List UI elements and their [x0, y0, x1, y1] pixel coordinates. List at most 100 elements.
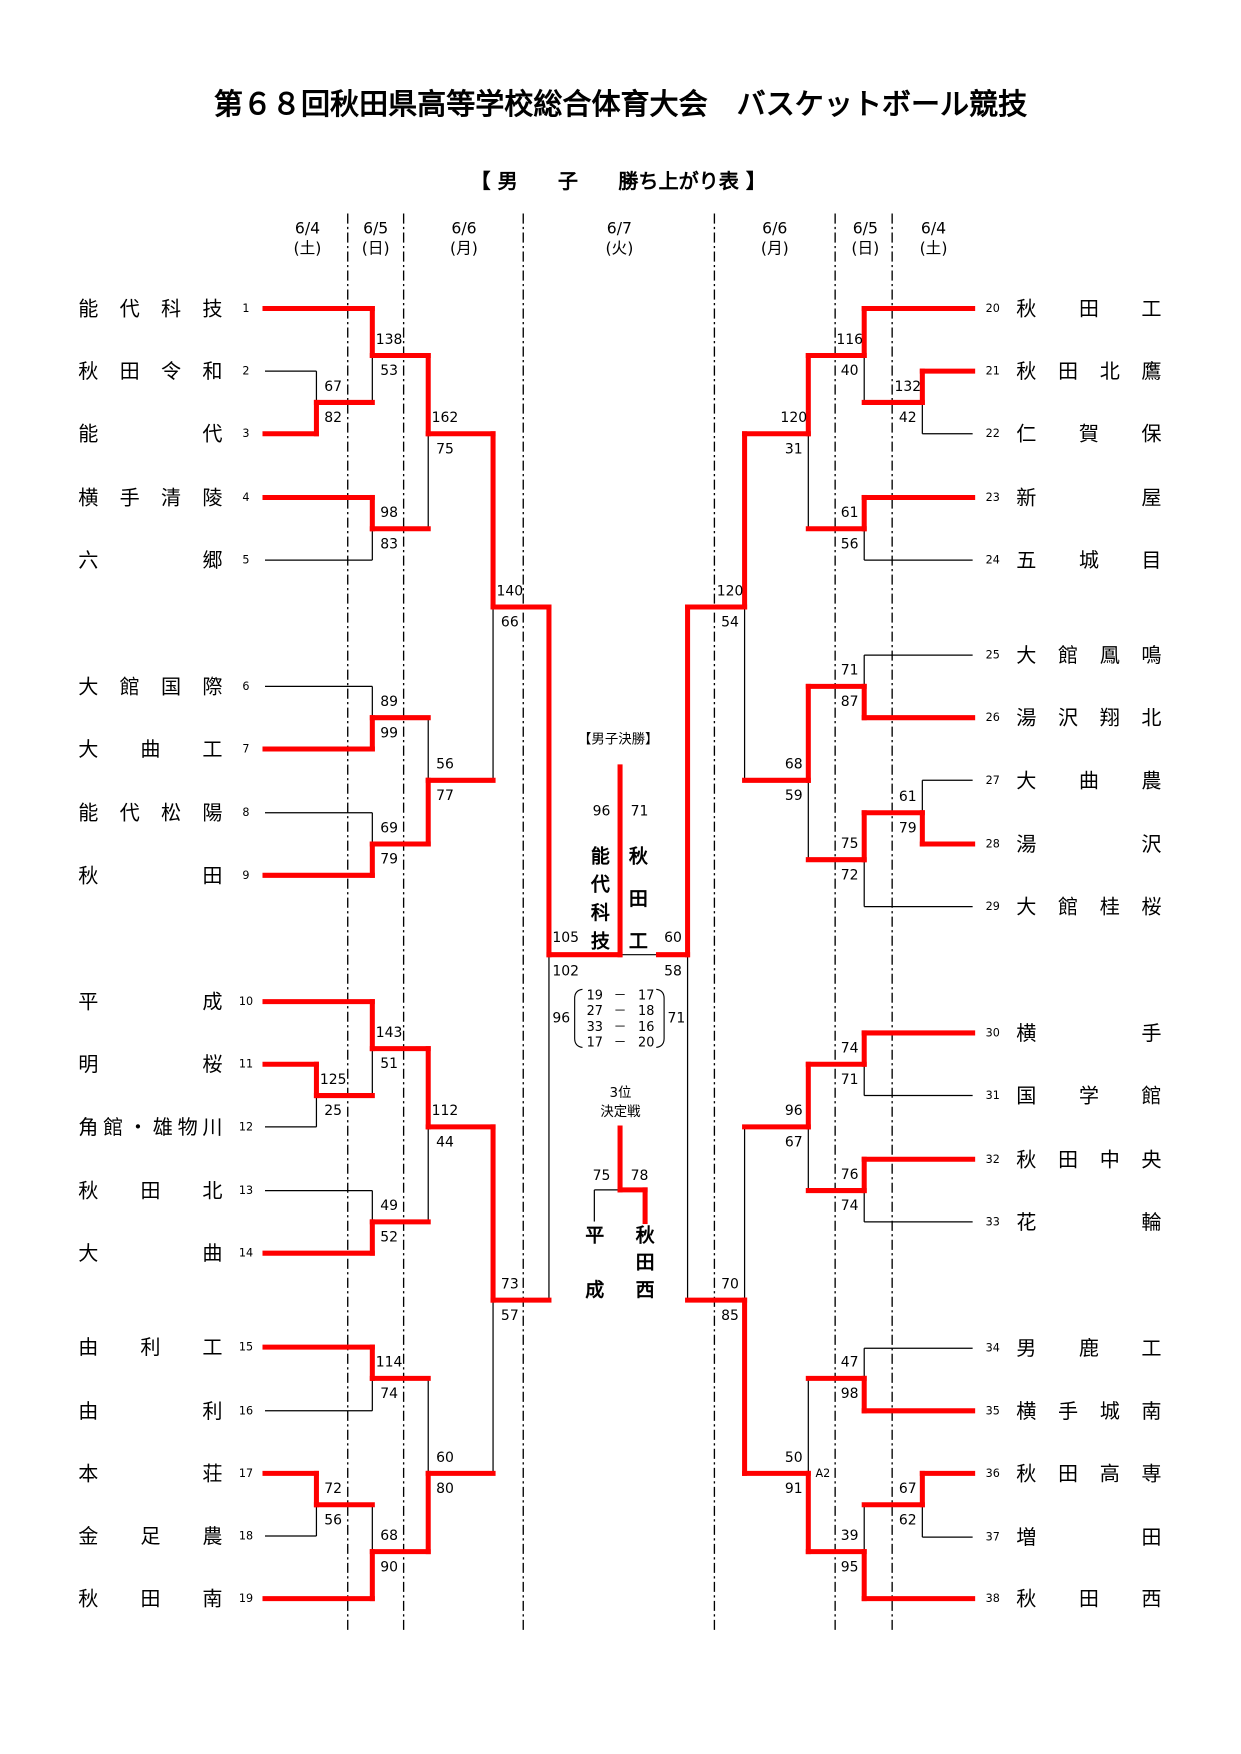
match-score-top: 75	[841, 836, 859, 852]
team-seed-number: 30	[986, 1026, 1000, 1039]
match-score-bottom: 71	[841, 1072, 859, 1088]
team-name-char: 屋	[1141, 485, 1161, 509]
bracket-lines-losing	[265, 355, 973, 1552]
match-score-bottom: 90	[380, 1559, 398, 1575]
team-name-char: 目	[1141, 548, 1161, 572]
team-name-char: 田	[1058, 1461, 1078, 1485]
match-score-top: 114	[376, 1355, 403, 1371]
team-name-char: 館	[103, 1115, 123, 1139]
match-score-bottom: 91	[785, 1481, 803, 1497]
team-name: 増田	[1016, 1525, 1161, 1549]
team-name-char: 成	[202, 990, 222, 1014]
period-score-b: 17	[638, 989, 654, 1004]
team-seed-number: 14	[239, 1247, 253, 1260]
team-name: 新屋	[1016, 485, 1161, 509]
match-score-top: 71	[841, 663, 859, 679]
match-score-top: 61	[899, 789, 917, 805]
final-total-b: 71	[668, 1010, 686, 1026]
team-name-char: 秋	[1016, 1587, 1036, 1611]
team-name-char: 国	[1016, 1084, 1036, 1108]
team-name-char: 北	[1100, 359, 1120, 383]
match-score-top: 50	[785, 1450, 803, 1466]
team-name-char: 手	[1141, 1021, 1161, 1045]
period-score-b: 16	[638, 1020, 654, 1035]
team-name-char: 田	[140, 1587, 160, 1611]
match-score-bottom: 74	[841, 1198, 859, 1214]
round-date: 6/5	[853, 219, 878, 238]
final-team-a: 能代科技	[590, 844, 611, 952]
match-score-bottom: 40	[841, 363, 859, 379]
team-name-char: 農	[202, 1524, 222, 1548]
team-name-char: 技	[202, 297, 222, 321]
team-name-char: 角	[78, 1115, 98, 1139]
match-score-top: 116	[836, 332, 863, 348]
team-name-char: 横	[78, 485, 98, 509]
final-team-b-char: 工	[629, 930, 648, 952]
team-name-char: 秋	[1016, 1147, 1036, 1171]
team-name: 由利	[78, 1399, 222, 1423]
match-score-bottom: 59	[785, 788, 803, 804]
match-score-top: 96	[785, 1103, 803, 1119]
round-day: (日)	[851, 239, 879, 258]
period-score-a: 33	[587, 1020, 603, 1035]
match-score-bottom: 80	[436, 1481, 454, 1497]
final-team-a-char: 代	[590, 874, 610, 896]
match-score-bottom: 31	[785, 441, 803, 457]
round-date: 6/5	[363, 219, 388, 238]
team-name-char: 田	[1058, 359, 1078, 383]
final-team-a-char: 科	[591, 901, 610, 924]
team-seed-number: 32	[986, 1153, 1000, 1166]
match-score-top: 140	[496, 583, 523, 599]
team-name-char: 西	[1141, 1587, 1161, 1611]
team-name-char: 代	[120, 801, 140, 825]
team-name-char: 湯	[1016, 706, 1036, 730]
team-name-char: 鷹	[1141, 359, 1161, 383]
team-name-char: 秋	[1016, 359, 1036, 383]
team-seed-number: 3	[242, 427, 249, 440]
match-score-top: 49	[380, 1198, 398, 1214]
team-name: 能代科技	[78, 297, 222, 321]
team-name-char: 横	[1016, 1021, 1036, 1045]
match-score-top: 60	[436, 1450, 454, 1466]
match-score-top: 162	[432, 410, 459, 426]
team-name-char: 大	[78, 737, 98, 761]
team-name: 大館国際	[78, 674, 222, 698]
team-name-char: 大	[78, 1241, 98, 1265]
team-name: 湯沢翔北	[1016, 706, 1161, 730]
team-name-char: 秋	[78, 1587, 98, 1611]
round-day: (土)	[920, 239, 948, 258]
match-score-top: 74	[841, 1041, 859, 1057]
third-place-team-a-char: 平	[585, 1224, 604, 1246]
team-name: 横手	[1016, 1021, 1161, 1045]
team-name: 国学館	[1016, 1084, 1161, 1108]
match-score-top: 89	[380, 694, 398, 710]
round-day: (土)	[294, 239, 322, 258]
team-name-char: 田	[1079, 297, 1099, 321]
match-score-bottom: 51	[380, 1056, 398, 1072]
match-score-top: 68	[380, 1528, 398, 1544]
match-score-top: 105	[552, 930, 579, 946]
match-score-bottom: 54	[721, 615, 739, 631]
team-name-char: 手	[120, 485, 140, 509]
team-name-char: 鳴	[1141, 643, 1161, 667]
team-name-char: 由	[78, 1335, 98, 1359]
team-name: 秋田中央	[1016, 1147, 1161, 1171]
match-score-bottom: 72	[841, 867, 859, 883]
match-score-top: 98	[380, 505, 398, 521]
team-seed-number: 21	[986, 365, 1000, 378]
team-name-char: 田	[140, 1179, 160, 1203]
match-note: A2	[815, 1467, 830, 1480]
match-score-bottom: 25	[324, 1103, 342, 1119]
team-name: 能代	[78, 422, 222, 446]
team-name-char: 館	[1141, 1084, 1161, 1108]
period-score-a: 19	[587, 989, 603, 1004]
team-seed-number: 1	[242, 302, 249, 315]
team-seed-number: 10	[239, 995, 253, 1008]
team-name-char: 工	[202, 1335, 222, 1359]
match-score-top: 112	[432, 1103, 459, 1119]
round-day: (火)	[605, 239, 633, 258]
match-score-top: 70	[721, 1276, 739, 1292]
team-name-char: 曲	[202, 1241, 222, 1265]
team-name-char: 桜	[202, 1052, 222, 1076]
team-name-char: 城	[1100, 1399, 1120, 1423]
